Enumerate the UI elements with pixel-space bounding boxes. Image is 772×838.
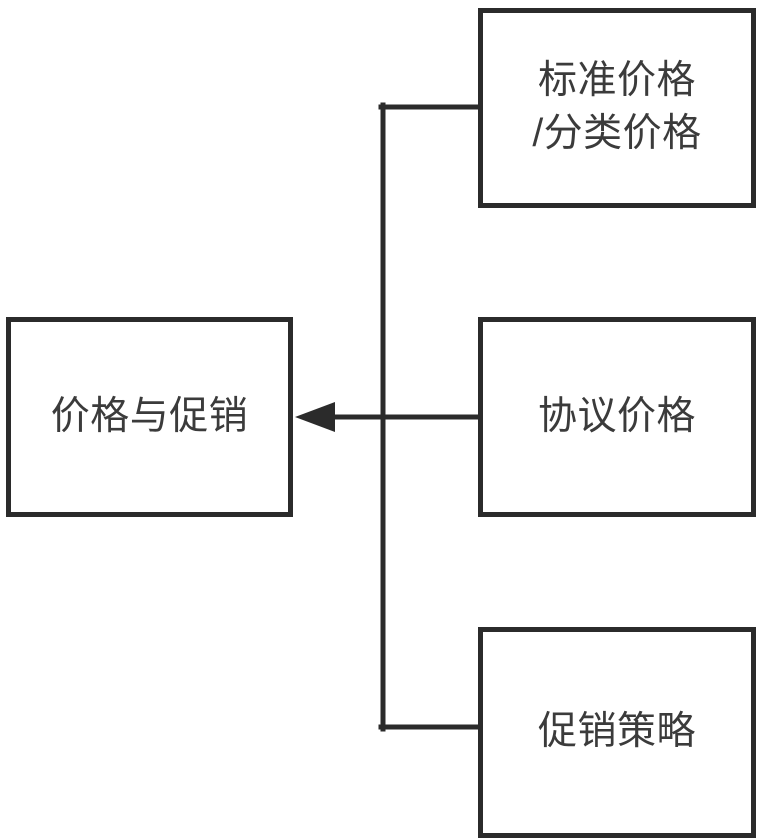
- node-promotion-strategy[interactable]: 促销策略: [478, 627, 756, 838]
- node-standard-price[interactable]: 标准价格 /分类价格: [478, 8, 756, 208]
- node-agreement-price[interactable]: 协议价格: [478, 317, 756, 517]
- node-standard-price-label: 标准价格 /分类价格: [532, 59, 702, 155]
- node-promotion-strategy-label: 促销策略: [537, 710, 696, 754]
- node-price-promotion-label: 价格与促销: [50, 394, 249, 438]
- arrowhead-icon: [295, 402, 335, 432]
- node-agreement-price-label: 协议价格: [537, 394, 696, 438]
- node-price-promotion[interactable]: 价格与促销: [6, 317, 293, 517]
